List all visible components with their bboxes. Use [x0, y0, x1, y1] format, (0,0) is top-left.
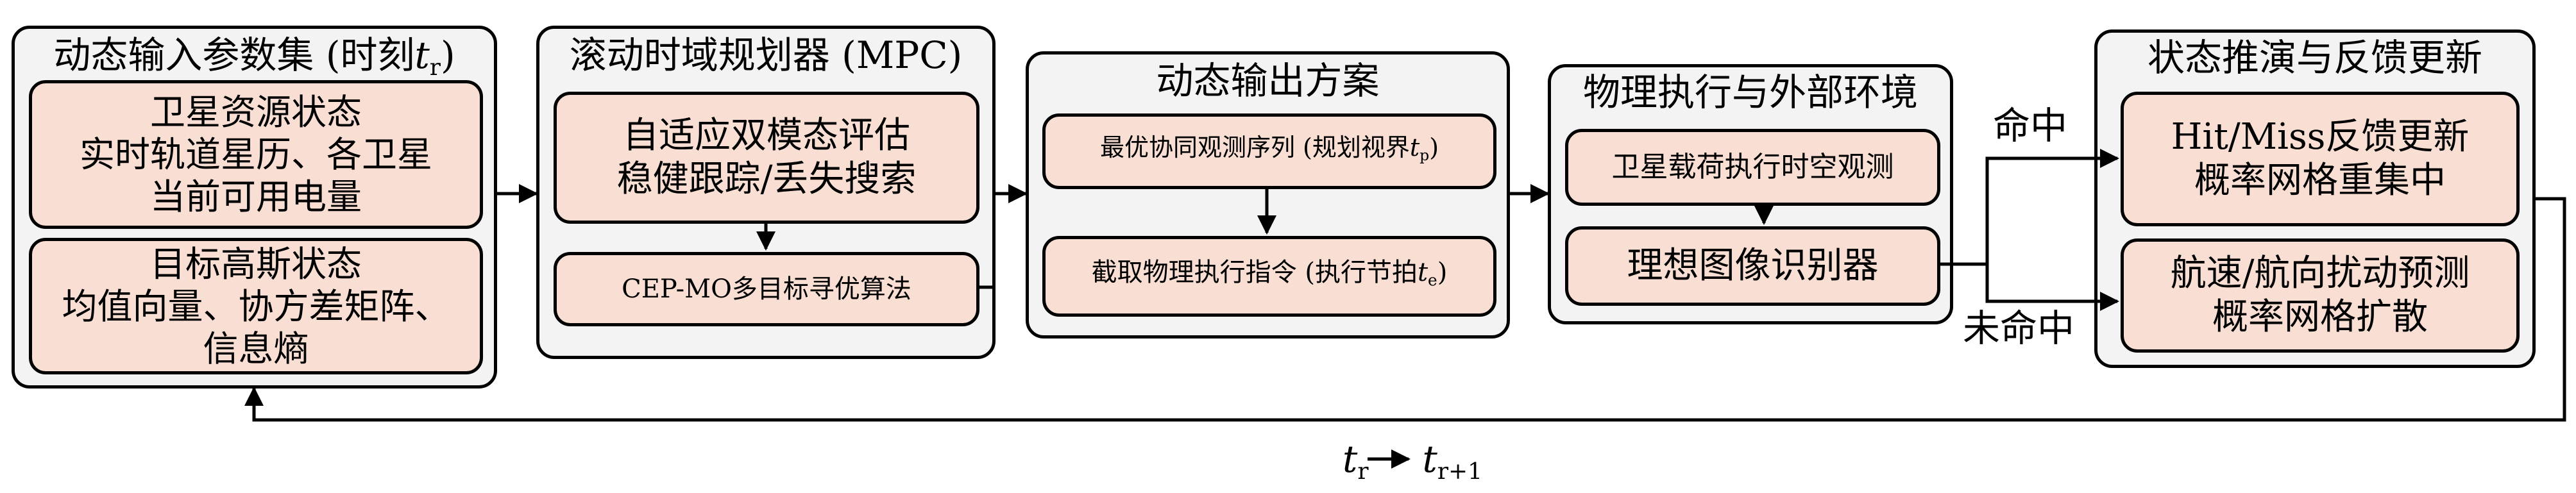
hit-miss-update-box: Hit/Miss反馈更新 概率网格重集中: [2121, 92, 2520, 226]
cep-mo-algorithm-box: CEP-MO多目标寻优算法: [554, 252, 979, 326]
hit-label: 命中: [1993, 104, 2068, 147]
group-title-dynamic-input: 动态输入参数集 (时刻tr): [53, 33, 455, 81]
group-title-feedback: 状态推演与反馈更新: [2147, 36, 2482, 79]
miss-label: 未命中: [1963, 306, 2075, 350]
dual-mode-eval-box: 自适应双模态评估 稳健跟踪/丢失搜索: [554, 92, 979, 224]
group-title-physical: 物理执行与外部环境: [1582, 71, 1918, 114]
motion-prediction-box: 航速/航向扰动预测 概率网格扩散: [2121, 238, 2520, 353]
group-title-output: 动态输出方案: [1156, 59, 1380, 103]
arrow-recognizer-miss: [1937, 262, 2119, 311]
satellite-resource-box: 卫星资源状态 实时轨道星历、各卫星 当前可用电量: [29, 80, 483, 229]
group-physical-execution: 物理执行与外部环境 卫星载荷执行时空观测 理想图像识别器: [1548, 64, 1953, 324]
image-recognizer-box: 理想图像识别器: [1565, 226, 1940, 306]
arrow-recognizer-hit: [1937, 149, 2119, 266]
payload-observation-box: 卫星载荷执行时空观测: [1565, 129, 1940, 206]
group-mpc-planner: 滚动时域规划器 (MPC) 自适应双模态评估 稳健跟踪/丢失搜索 CEP-MO多…: [536, 26, 996, 359]
arrow-feedback-loop: [244, 197, 2566, 422]
group-state-feedback: 状态推演与反馈更新 Hit/Miss反馈更新 概率网格重集中 航速/航向扰动预测…: [2094, 29, 2536, 368]
optimal-sequence-box: 最优协同观测序列 (规划视界tp): [1042, 113, 1496, 189]
group-title-mpc: 滚动时域规划器 (MPC): [569, 33, 963, 77]
execution-command-box: 截取物理执行指令 (执行节拍te): [1042, 236, 1496, 317]
group-dynamic-input: 动态输入参数集 (时刻tr) 卫星资源状态 实时轨道星历、各卫星 当前可用电量 …: [12, 26, 497, 389]
target-gaussian-box: 目标高斯状态 均值向量、协方差矩阵、 信息熵: [29, 238, 483, 374]
